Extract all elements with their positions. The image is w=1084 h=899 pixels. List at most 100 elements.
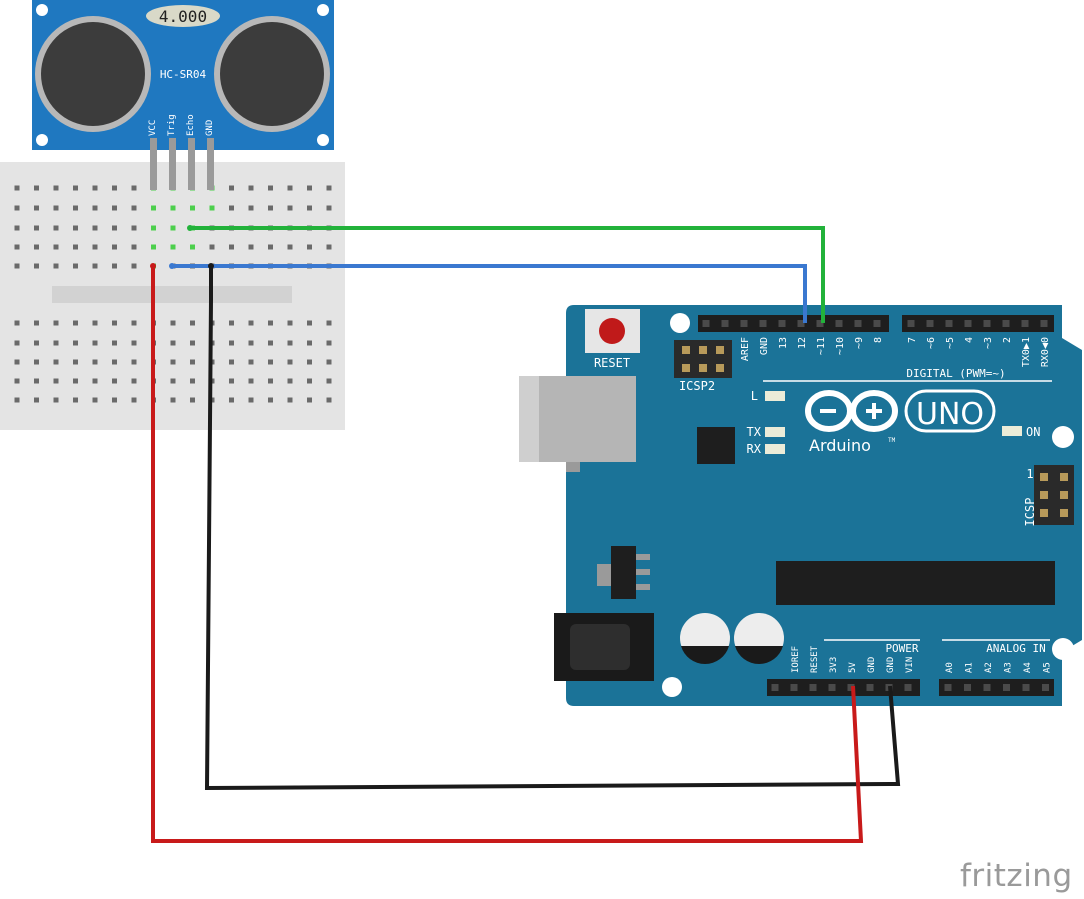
power-header [767,679,920,696]
icsp2-pin [682,364,690,372]
power-pin-label: GND [886,657,896,673]
digital-pin-label: ~3 [983,337,994,349]
breadboard-hole [73,205,78,211]
breadboard-hole [287,378,293,384]
breadboard-hole [112,359,117,365]
reset-label: RESET [594,356,630,370]
transducer-left [41,22,145,126]
breadboard-hole [112,397,117,403]
breadboard-hole [14,185,20,191]
breadboard-hole [92,263,98,269]
sensor-pin-label: Trig [167,114,177,136]
breadboard-hole [229,397,234,403]
digital-pin-label: 8 [873,337,884,343]
analog-pin-label: A1 [965,662,975,673]
breadboard-hole [53,340,59,346]
analog-pin-label: A4 [1023,662,1033,673]
breadboard-hole [190,205,195,211]
usb-chip [697,427,735,464]
breadboard-hole [287,397,293,403]
breadboard-hole [53,263,59,269]
breadboard-hole [307,340,312,346]
arduino-mount-hole [1052,638,1074,660]
breadboard-hole [73,320,78,326]
breadboard-hole [307,205,312,211]
breadboard-hole [34,320,39,326]
breadboard-hole [170,359,176,365]
breadboard-hole [287,244,293,250]
sensor-pin-label: GND [205,120,215,136]
header-hole [847,684,855,691]
voltage-regulator [611,546,636,599]
breadboard-hole [268,340,273,346]
breadboard-hole [73,340,78,346]
breadboard-hole [112,205,117,211]
power-pin-label: 5V [848,662,858,673]
breadboard-hole [326,320,332,326]
breadboard-hole [131,359,137,365]
icsp-pin [1040,509,1048,517]
breadboard-hole [307,320,312,326]
breadboard-hole [248,320,254,326]
breadboard-hole [73,397,78,403]
breadboard-hole [53,320,59,326]
analog-pin-label: A0 [945,662,955,673]
icsp2-pin [682,346,690,354]
breadboard-hole [34,205,39,211]
breadboard-hole [170,397,176,403]
breadboard-hole [248,397,254,403]
icsp2-pin [716,346,724,354]
icsp2-pin [699,364,707,372]
digital-pin-label: 13 [778,337,789,349]
header-hole [1040,320,1048,327]
breadboard [0,162,345,430]
uno-label: UNO [916,397,984,432]
breadboard-hole [229,359,234,365]
header-hole [873,320,881,327]
digital-pin-label: TX0▶1 [1021,337,1032,367]
icsp2-pins [682,346,724,372]
breadboard-hole [14,320,20,326]
icsp-pin [1040,491,1048,499]
power-pin-label: VIN [905,657,915,673]
breadboard-hole [307,185,312,191]
capacitor-stripe [681,646,729,664]
sensor-mount-hole [36,134,48,146]
analog-pin-label: A5 [1043,662,1053,673]
header-hole [721,320,729,327]
header-hole [854,320,862,327]
sensor-mount-hole [36,4,48,16]
sensor-pin-label: Echo [186,114,196,136]
brand-label: Arduino [809,436,871,455]
arduino-mount-hole [670,313,690,333]
breadboard-hole [209,205,215,211]
echo-wire [172,264,807,323]
breadboard-hole [131,263,137,269]
breadboard-hole [131,244,137,250]
digital-pin-label: 7 [907,337,918,343]
arduino-mount-hole [1052,426,1074,448]
breadboard-hole [229,378,234,384]
breadboard-hole [326,378,332,384]
breadboard-hole [73,225,78,231]
breadboard-hole [112,320,117,326]
breadboard-hole [248,185,254,191]
breadboard-hole [34,340,39,346]
reset-button-cap [599,318,625,344]
breadboard-hole [268,185,273,191]
digital-pin-label: 4 [964,337,975,343]
breadboard-hole [53,225,59,231]
header-hole [964,684,971,691]
breadboard-hole [326,185,332,191]
breadboard-hole [170,205,176,211]
breadboard-hole [248,244,254,250]
sensor-model-label: HC-SR04 [160,68,207,81]
breadboard-hole [287,359,293,365]
breadboard-hole [287,185,293,191]
icsp-pin1-label: 1 [1026,467,1033,481]
breadboard-hole [73,263,78,269]
breadboard-hole [307,397,312,403]
header-hole [983,320,991,327]
